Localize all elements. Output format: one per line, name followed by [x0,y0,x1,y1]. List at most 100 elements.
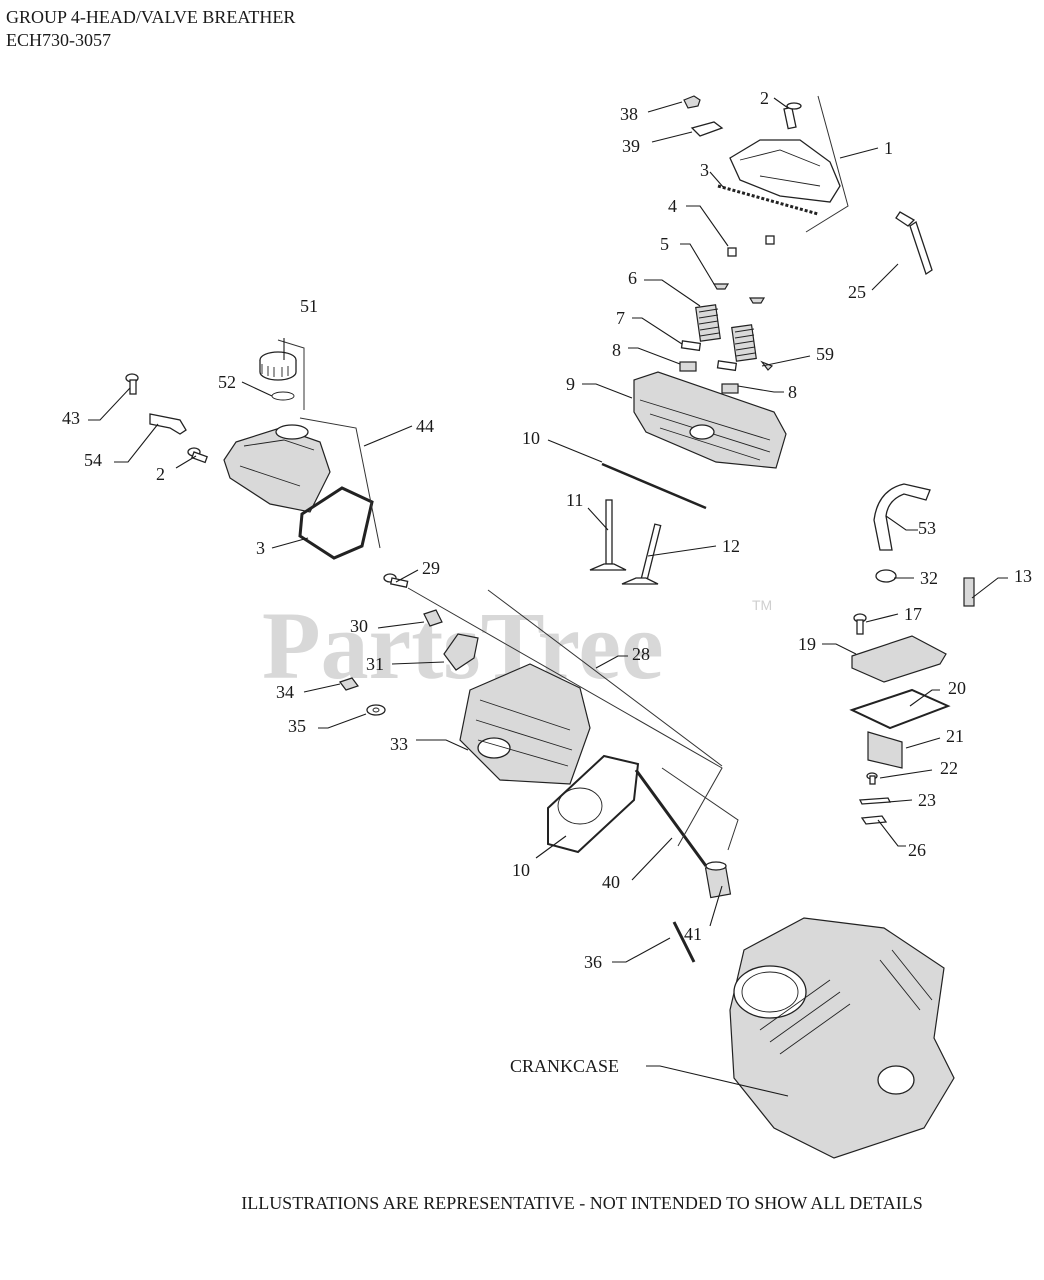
callout-6: 6 [628,268,637,288]
callout-12: 12 [722,536,740,556]
part-30-pivot[interactable] [423,609,443,627]
part-13-sensor[interactable] [963,577,975,607]
part-2-bolt-left[interactable] [187,447,208,464]
part-2-bolt-upper[interactable] [783,102,802,130]
bracket-part-28 [407,587,723,847]
callout-1: 1 [884,138,893,158]
part-7-valve-seal[interactable] [680,340,738,372]
callout-51: 51 [300,296,318,316]
callout-43: 43 [62,408,80,428]
callout-3-upper: 3 [700,160,709,180]
callout-10-lower: 10 [512,860,530,880]
callout-25: 25 [848,282,866,302]
callout-59: 59 [816,344,834,364]
callout-34: 34 [276,682,294,702]
bracket-part-1 [805,95,849,233]
callout-53: 53 [918,518,936,538]
part-41-lifter[interactable] [704,861,732,899]
callout-28: 28 [632,644,650,664]
callout-21: 21 [946,726,964,746]
bracket-part-51 [277,339,305,410]
callout-19: 19 [798,634,816,654]
callout-5: 5 [660,234,669,254]
disclaimer-note: ILLUSTRATIONS ARE REPRESENTATIVE - NOT I… [241,1193,923,1213]
part-6-valve-spring[interactable] [695,304,757,362]
part-43-bolt[interactable] [125,373,139,395]
callout-32: 32 [920,568,938,588]
part-10-gasket-lower[interactable] [547,754,640,854]
title-model: ECH730-3057 [6,30,111,50]
callout-40: 40 [602,872,620,892]
callout-17: 17 [904,604,922,624]
part-8-spring-seat[interactable] [679,361,739,394]
callout-2-left: 2 [156,464,165,484]
callout-9: 9 [566,374,575,394]
callout-23: 23 [918,790,936,810]
callout-31: 31 [366,654,384,674]
part-4-valve-cap[interactable] [727,235,775,257]
callout-36: 36 [584,952,602,972]
part-19-breather-cover[interactable] [851,635,947,683]
part-32-clamp[interactable] [875,569,897,583]
part-59-key[interactable] [760,360,774,371]
watermark-tm: TM [752,597,772,613]
part-20-gasket[interactable] [849,688,951,730]
part-52-o-ring[interactable] [271,391,295,401]
part-54-bracket[interactable] [149,413,187,435]
part-29-bolt[interactable] [383,573,409,588]
callout-8-left: 8 [612,340,621,360]
part-9-cylinder-head[interactable] [633,371,787,469]
part-3-gasket-upper[interactable] [717,184,819,216]
part-44-valve-cover[interactable] [223,424,331,513]
callout-3-left: 3 [256,538,265,558]
part-53-breather-hose[interactable] [873,483,931,551]
callout-41: 41 [684,924,702,944]
part-34-nut[interactable] [339,677,359,691]
callout-30: 30 [350,616,368,636]
part-25-wrench[interactable] [895,211,933,276]
part-35-washer[interactable] [366,704,386,716]
callout-54: 54 [84,450,102,470]
callout-52: 52 [218,372,236,392]
part-5-retainer[interactable] [712,283,766,304]
callout-13: 13 [1014,566,1032,586]
crankcase[interactable] [729,917,955,1159]
part-31-rocker-arm[interactable] [443,633,479,671]
callout-44: 44 [416,416,434,436]
part-17-screw[interactable] [853,613,867,635]
part-51-fill-cap[interactable] [259,351,297,381]
part-40-push-rod[interactable] [634,769,708,867]
bracket-part-44 [299,417,381,549]
callout-7: 7 [616,308,625,328]
bracket-part-40 [661,767,739,851]
callout-22: 22 [940,758,958,778]
part-39-plate[interactable] [690,121,724,137]
callout-4: 4 [668,196,677,216]
callout-8-right: 8 [788,382,797,402]
part-12-exhaust-valve[interactable] [621,523,662,585]
callout-39: 39 [622,136,640,156]
part-10-gasket-upper[interactable] [601,462,707,510]
callout-29: 29 [422,558,440,578]
part-3-gasket-left[interactable] [298,486,374,560]
part-36-push-rod[interactable] [672,921,696,963]
callout-20: 20 [948,678,966,698]
part-23-reed[interactable] [858,797,892,805]
callout-33: 33 [390,734,408,754]
callout-10-upper: 10 [522,428,540,448]
part-26-stop[interactable] [860,815,888,825]
diagram-title: GROUP 4-HEAD/VALVE BREATHER ECH730-3057 [6,6,295,52]
title-group: GROUP 4-HEAD/VALVE BREATHER [6,7,296,27]
callout-35: 35 [288,716,306,736]
callout-26: 26 [908,840,926,860]
part-11-intake-valve[interactable] [589,499,627,571]
part-33-cylinder-head[interactable] [459,663,591,785]
part-22-screw[interactable] [866,772,878,785]
callout-crankcase: CRANKCASE [510,1056,619,1076]
part-38-clip[interactable] [683,95,701,109]
callout-2-upper: 2 [760,88,769,108]
part-1-valve-cover[interactable] [729,139,841,203]
callout-11: 11 [566,490,583,510]
part-21-filter[interactable] [867,731,903,769]
